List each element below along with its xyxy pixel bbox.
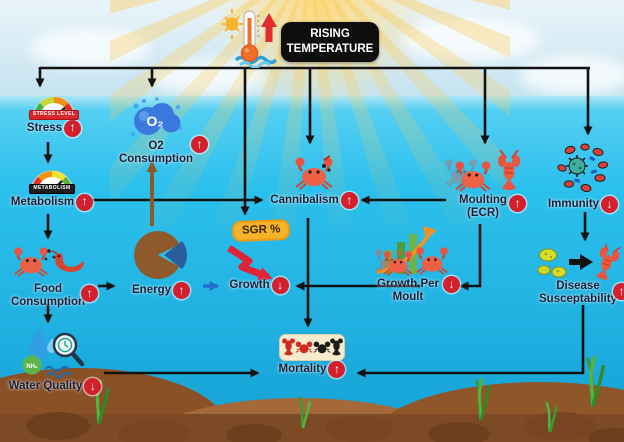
node-immunity: Immunity ↓ [544,142,622,213]
immunity-cells-icon [557,143,609,192]
disease-label-line1: Disease [556,280,600,292]
increase-indicator: ↑ [64,119,82,137]
node-metabolism: METABOLISM Metabolism ↑ [0,166,104,211]
cannibal-crab-icon [294,155,334,190]
increase-indicator: ↑ [173,282,190,299]
rock [588,428,624,442]
node-food-consumption: Food Consumption ↑ [0,243,98,309]
stress-gauge-label: STRESS LEVEL [28,110,80,120]
stress-label: Stress [26,121,63,134]
thermometer-icon [222,9,278,68]
rock [326,416,392,442]
seabed-base [0,414,624,442]
growth-label: Growth [229,278,270,291]
crab-and-shrimp-icon [13,246,85,277]
node-energy: Energy ↑ [118,228,204,299]
node-moulting: Moulting (ECR) ↑ [438,148,528,220]
cloud [520,55,624,95]
moulting-label-line2: (ECR) [467,207,499,220]
seaweed [298,395,312,428]
food-label-line2: Consumption [10,296,86,309]
rock [26,412,90,440]
rock [428,422,490,442]
increase-indicator: ↑ [328,361,346,378]
decrease-indicator: ↓ [601,196,619,213]
pathogen-to-shrimp-icon [537,244,621,280]
increase-indicator: ↑ [191,136,208,153]
metabolism-gauge-label: METABOLISM [29,184,75,194]
immunity-label: Immunity [547,197,600,210]
title-line2: TEMPERATURE [286,42,374,55]
title-badge: RISING TEMPERATURE [281,22,379,62]
seaweed [585,355,606,408]
disease-label-line2: Susceptability [539,293,617,306]
mortality-label: Mortality [278,362,327,375]
dead-crustaceans-icon [279,334,345,361]
o2-icon-text: O₂ [146,113,163,129]
energy-pie-icon [134,231,188,279]
increase-indicator: ↑ [509,195,526,212]
moulting-label-line1: Moulting [459,194,507,206]
cloud [30,28,150,68]
growth-per-moult-label-line2: Moult [392,291,424,304]
increase-indicator: ↑ [81,285,98,302]
seaweed [545,401,558,432]
growth-per-moult-icon [374,226,449,276]
node-disease-susceptability: Disease Susceptability ↑ [532,244,624,306]
increase-indicator: ↑ [613,283,624,300]
food-label-line1: Food [33,283,63,295]
node-stress: STRESS LEVEL Stress ↑ [6,92,102,137]
ammonia-icon-text: NH₃ [26,364,38,370]
increase-indicator: ↑ [76,193,94,211]
o2-label-line2: Consumption [118,153,194,166]
decrease-indicator: ↓ [271,277,289,294]
moulting-crab-lobster-icon [444,150,521,192]
rock [524,412,596,440]
sgr-badge: SGR % [231,218,291,243]
energy-label: Energy [132,283,171,296]
water-quality-label: Water Quality [8,379,83,392]
node-mortality: Mortality ↑ [270,334,354,378]
title-line1: RISING [310,28,350,40]
metabolism-label: Metabolism [10,195,75,208]
cannibalism-label: Cannibalism [270,193,339,206]
seaweed [474,377,492,420]
decrease-indicator: ↓ [443,276,460,293]
growth-per-moult-label-line1: Growth Per [377,278,439,290]
node-water-quality: NH₃ Water Quality ↓ [2,326,108,395]
o2-label-line1: O2 [148,140,164,152]
node-o2-consumption: O₂ O2 Consumption ↑ [112,94,208,166]
node-growth: Growth ↓ [224,277,294,294]
o2-cloud-icon: O₂ [130,97,182,137]
rock [226,424,282,442]
increase-indicator: ↑ [340,192,358,209]
rock [118,420,190,442]
node-growth-per-moult: Growth Per Moult ↓ [360,220,460,304]
node-cannibalism: Cannibalism ↑ [264,150,364,209]
water-quality-icon: NH₃ [22,328,85,378]
decrease-indicator: ↓ [84,378,102,395]
node-sgr: SGR % [226,218,296,243]
